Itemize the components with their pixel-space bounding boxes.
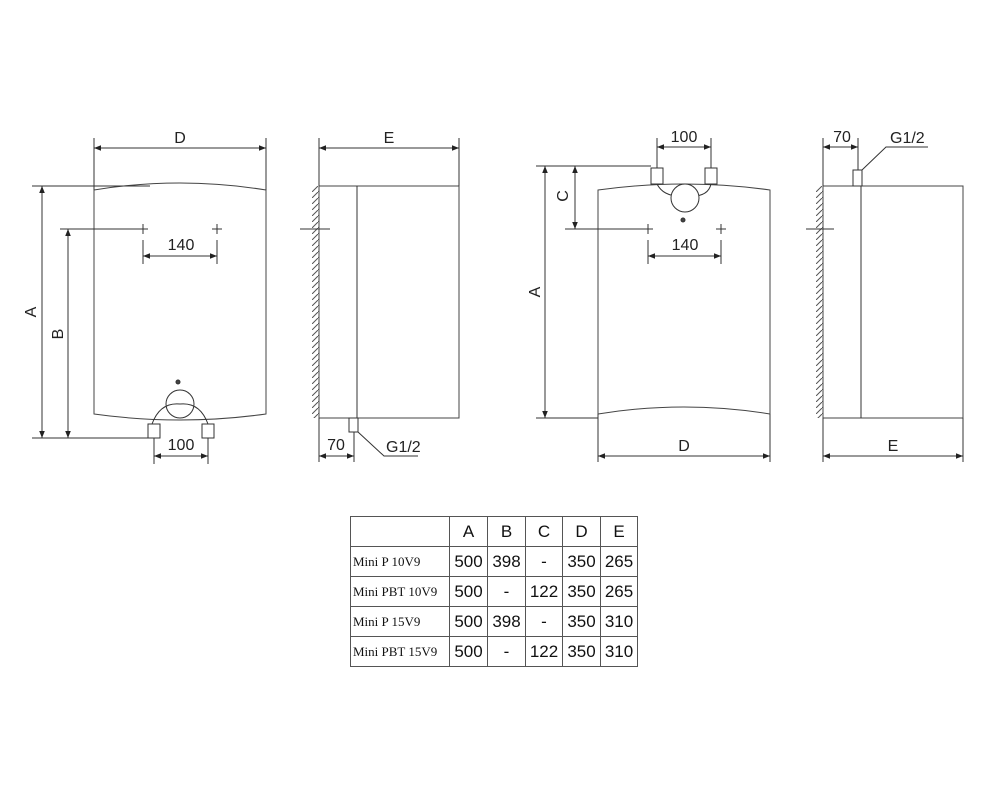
value-cell: 350 [562,636,601,667]
label-g12-top: G1/2 [890,130,925,147]
top-knob [670,183,700,213]
thread-leader [357,431,418,457]
header-cell: E [600,516,638,547]
label-70: 70 [327,437,345,454]
table-row: Mini P 10V9 500 398 - 350 265 [350,546,638,577]
wall-hatch [312,186,319,418]
table-row: Mini PBT 10V9 500 - 122 350 265 [350,576,638,607]
value-cell: 500 [449,546,488,577]
label-g12: G1/2 [386,439,421,456]
side-top-pipe [852,169,863,187]
model-cell: Mini P 15V9 [350,606,450,637]
value-cell: 122 [525,636,563,667]
table-row: Mini PBT 15V9 500 - 122 350 310 [350,636,638,667]
value-cell: 500 [449,606,488,637]
value-cell: 398 [487,606,526,637]
side-view-top-outlet [806,138,964,462]
value-cell: 122 [525,576,563,607]
label-140-top: 140 [672,237,699,254]
label-a: A [23,306,40,317]
top-dot [680,217,686,223]
hot-pipe [201,423,215,439]
header-cell: D [562,516,601,547]
label-c: C [555,190,572,202]
indicator-dot [175,379,181,385]
value-cell: - [525,606,563,637]
side-view-bottom-outlet [300,138,460,462]
dimensions-table: A B C D E Mini P 10V9 500 398 - 350 265 … [350,516,638,667]
label-b: B [50,329,67,340]
heater-body [93,182,267,421]
front-view-bottom-outlet [32,138,267,464]
value-cell: - [525,546,563,577]
label-100-top: 100 [671,129,698,146]
value-cell: 310 [600,606,638,637]
thread-leader-top [861,146,928,171]
value-cell: 265 [600,576,638,607]
value-cell: 500 [449,576,488,607]
value-cell: - [487,636,526,667]
header-cell: C [525,516,563,547]
value-cell: 500 [449,636,488,667]
label-e-top: E [888,438,899,455]
cold-pipe [147,423,161,439]
top-cold-pipe [650,167,664,185]
value-cell: 398 [487,546,526,577]
value-cell: 350 [562,606,601,637]
label-a-top: A [527,286,544,297]
pipe-bracket [151,403,209,425]
top-hot-pipe [704,167,718,185]
label-d-top: D [678,438,690,455]
header-cell: A [449,516,488,547]
table-row: Mini P 15V9 500 398 - 350 310 [350,606,638,637]
label-70-top: 70 [833,129,851,146]
heater-side-body [318,185,460,419]
model-cell: Mini PBT 15V9 [350,636,450,667]
header-cell: B [487,516,526,547]
front-view-top-outlet [536,138,771,462]
value-cell: 350 [562,546,601,577]
label-100: 100 [168,437,195,454]
heater-side-top-body [822,185,964,419]
value-cell: 265 [600,546,638,577]
model-cell: Mini PBT 10V9 [350,576,450,607]
label-e: E [384,130,395,147]
table-header-row: A B C D E [350,516,638,547]
wall-hatch-top [816,186,823,418]
value-cell: 310 [600,636,638,667]
model-cell: Mini P 10V9 [350,546,450,577]
value-cell: - [487,576,526,607]
value-cell: 350 [562,576,601,607]
side-pipe [348,417,359,433]
label-140: 140 [168,237,195,254]
label-d: D [174,130,186,147]
header-cell [350,516,450,547]
